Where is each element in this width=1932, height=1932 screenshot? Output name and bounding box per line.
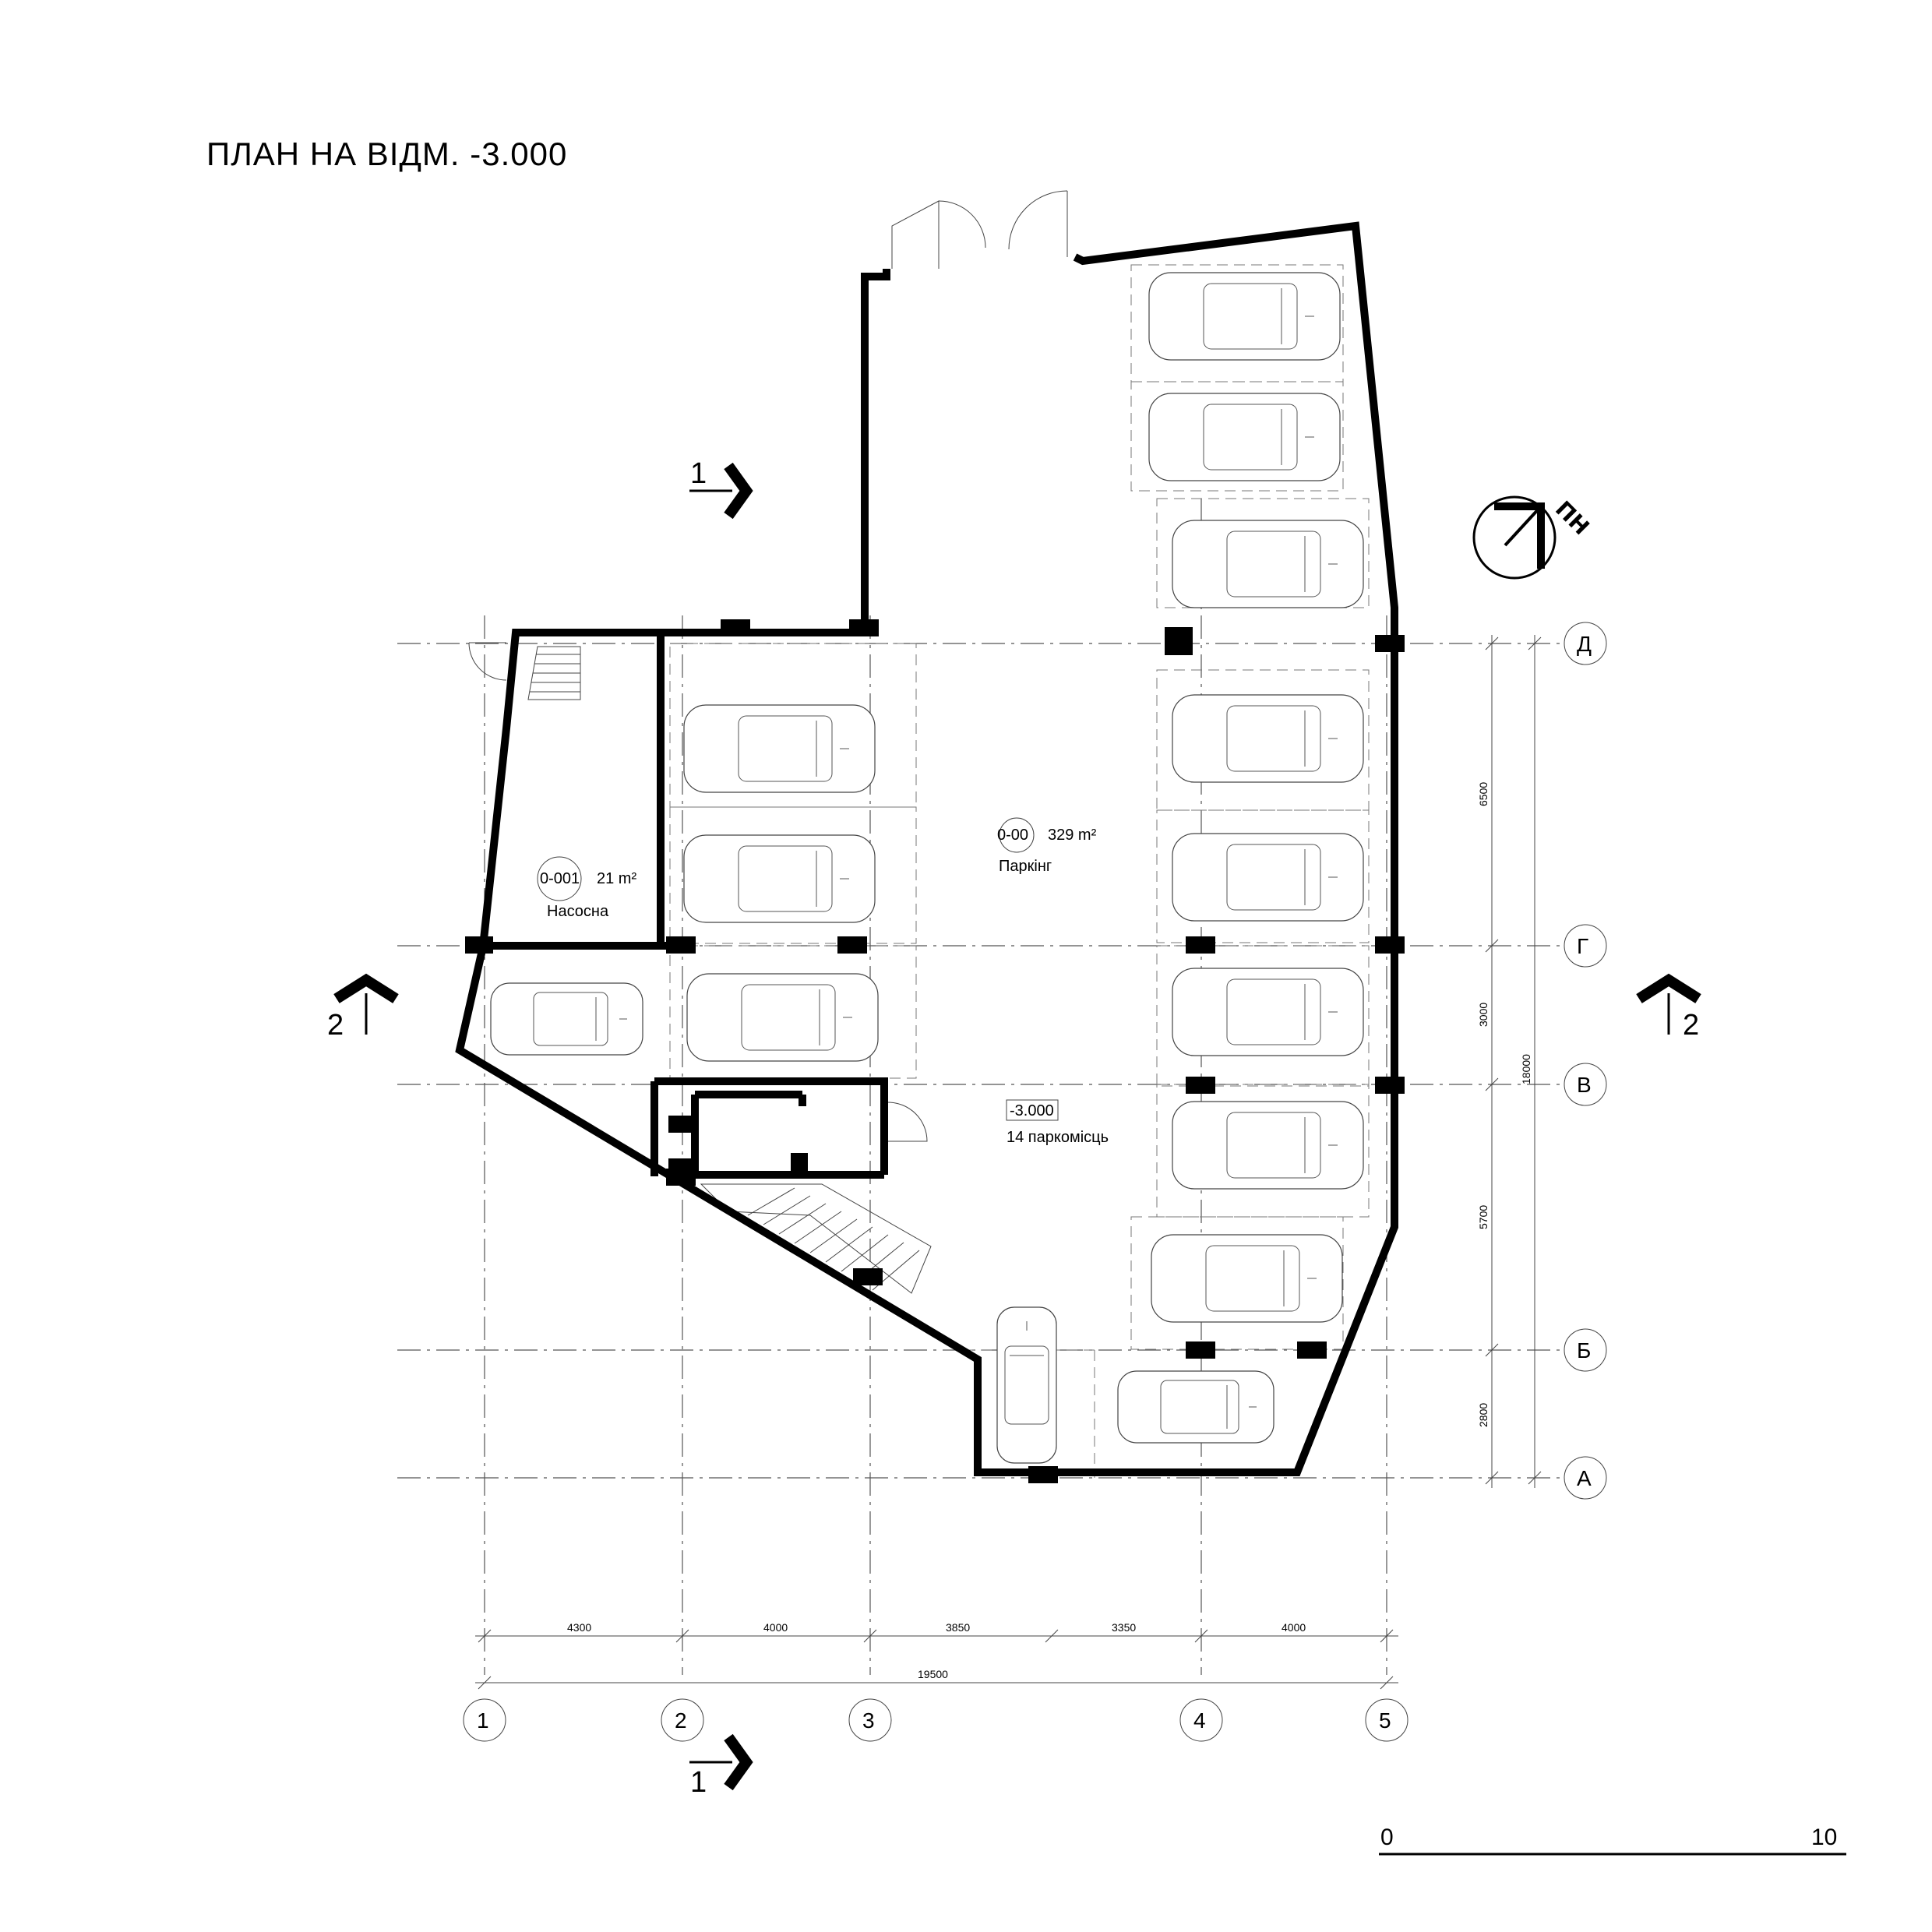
north-arrow-icon: ПН	[1472, 495, 1595, 580]
axis-label: 3	[862, 1708, 875, 1733]
car-symbol	[1148, 272, 1341, 361]
car-symbols	[490, 272, 1364, 1464]
car-symbol	[1172, 968, 1364, 1056]
car-symbol	[1151, 1234, 1343, 1323]
room-label-parking: 0-00 329 m² Паркінг	[997, 817, 1097, 875]
section-number: 1	[690, 1766, 707, 1799]
dimension-value: 4000	[763, 1621, 788, 1634]
car-symbol	[1172, 520, 1364, 608]
dimension-value: 4300	[567, 1621, 591, 1634]
section-mark-2-right: 2	[1636, 973, 1701, 1042]
parking-bay-lines	[669, 264, 1370, 1478]
dimension-total: 19500	[918, 1668, 948, 1680]
section-number: 1	[690, 457, 707, 490]
grid-axes-vertical	[484, 499, 1387, 1675]
dimension-value: 3850	[946, 1621, 970, 1634]
car-symbol	[996, 1306, 1057, 1464]
room-area: 21 m²	[597, 870, 636, 887]
dimension-value: 2800	[1477, 1403, 1490, 1427]
axis-label: В	[1577, 1073, 1592, 1097]
dimension-total: 18000	[1520, 1054, 1532, 1084]
section-mark-1-top: 1	[689, 457, 753, 520]
walls	[455, 221, 1398, 1476]
room-code: 0-001	[540, 870, 580, 887]
grid-axes-horizontal	[397, 643, 1566, 1479]
dimension-value: 6500	[1477, 782, 1490, 806]
section-mark-2-left: 2	[327, 973, 399, 1042]
room-name: Паркінг	[999, 858, 1052, 875]
level-mark-text: -3.000	[1010, 1102, 1054, 1119]
dimension-value: 3350	[1112, 1621, 1136, 1634]
axis-label: 2	[675, 1708, 687, 1733]
room-area: 329 m²	[1048, 827, 1097, 844]
car-symbol	[1172, 1101, 1364, 1190]
dimension-horizontal: 4300 4000 3850 3350 4000 19500	[475, 1621, 1398, 1690]
car-symbol	[1117, 1370, 1274, 1444]
north-label: ПН	[1550, 496, 1594, 540]
car-symbol	[1148, 393, 1341, 481]
dimension-value: 5700	[1477, 1205, 1490, 1229]
plan-title: ПЛАН НА ВІДМ. -3.000	[206, 136, 567, 172]
axis-label: 5	[1379, 1708, 1391, 1733]
section-mark-1-bottom: 1	[689, 1733, 753, 1799]
axis-markers-rows: Д Г В Б А	[1564, 622, 1607, 1500]
car-symbol	[683, 834, 876, 923]
scale-start: 0	[1380, 1824, 1394, 1850]
car-symbol	[1172, 694, 1364, 783]
axis-markers-columns: 1 2 3 4 5	[463, 1698, 1408, 1742]
section-number: 2	[1683, 1009, 1699, 1042]
section-number: 2	[327, 1009, 344, 1042]
room-code: 0-00	[997, 827, 1028, 844]
dimension-vertical: 6500 3000 5700 2800 18000	[1477, 635, 1542, 1488]
columns	[465, 619, 1405, 1483]
axis-label: А	[1577, 1466, 1592, 1490]
axis-label: Г	[1577, 934, 1588, 958]
axis-label: Д	[1577, 632, 1592, 656]
car-symbol	[1172, 833, 1364, 922]
car-symbol	[490, 982, 643, 1056]
axis-label: Б	[1577, 1338, 1591, 1363]
dimension-value: 4000	[1282, 1621, 1306, 1634]
parking-count-label: 14 паркомісць	[1007, 1129, 1109, 1146]
axis-label: 1	[477, 1708, 489, 1733]
axis-label: 4	[1193, 1708, 1206, 1733]
room-label-pump-room: 0-001 21 m² Насосна	[537, 856, 636, 920]
scale-bar: 0 10	[1379, 1824, 1846, 1856]
car-symbol	[683, 704, 876, 793]
room-name: Насосна	[547, 903, 609, 920]
dimension-value: 3000	[1477, 1003, 1490, 1027]
door-symbols	[468, 190, 1068, 1142]
car-symbol	[686, 973, 879, 1062]
level-mark: -3.000	[1006, 1099, 1059, 1121]
scale-end: 10	[1811, 1824, 1837, 1850]
